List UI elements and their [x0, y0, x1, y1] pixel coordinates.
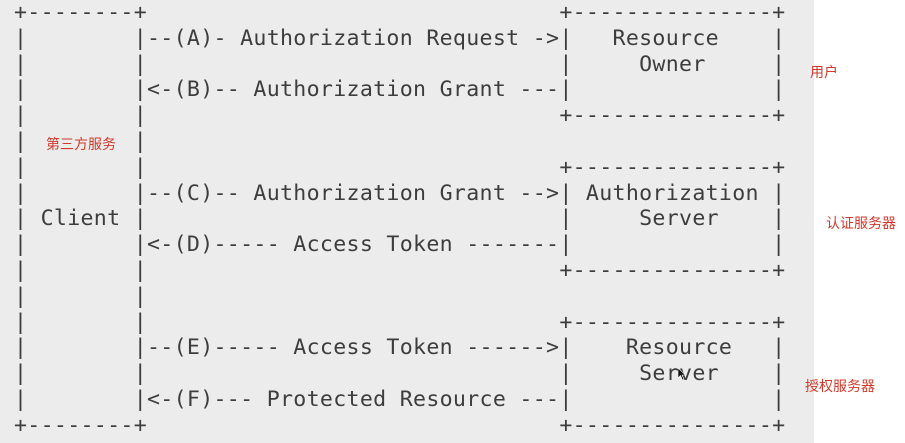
diagram-line: | | | Owner | — [14, 51, 786, 77]
authorization-server-annotation: 认证服务器 — [826, 216, 896, 232]
mouse-cursor-icon — [678, 368, 686, 380]
diagram-line: | | | Server | — [14, 361, 786, 387]
diagram-line: +--------+ +---------------+ — [14, 0, 786, 25]
client-annotation: 第三方服务 — [46, 137, 116, 153]
diagram-line: | |--(A)- Authorization Request ->| Reso… — [14, 25, 786, 51]
diagram-line: | | +---------------+ — [14, 309, 786, 335]
oauth-flow-ascii-diagram: +--------+ +---------------+ | |--(A)- A… — [14, 0, 785, 439]
diagram-line: | |<-(F)--- Protected Resource ---| | — [14, 386, 786, 412]
diagram-line: | |<-(D)----- Access Token -------| | — [14, 232, 786, 258]
resource-server-annotation: 授权服务器 — [805, 379, 875, 395]
diagram-line: | |--(C)-- Authorization Grant -->| Auth… — [14, 180, 786, 206]
diagram-line: | | — [14, 128, 148, 154]
diagram-line: | | +---------------+ — [14, 103, 786, 129]
diagram-panel: +--------+ +---------------+ | |--(A)- A… — [0, 0, 814, 443]
diagram-line: +--------+ +---------------+ — [14, 412, 786, 438]
diagram-line: | | +---------------+ — [14, 257, 786, 283]
resource-owner-annotation: 用户 — [810, 65, 838, 81]
diagram-line: | Client | | Server | — [14, 206, 786, 232]
diagram-line: | | +---------------+ — [14, 154, 786, 180]
diagram-line: | |<-(B)-- Authorization Grant ---| | — [14, 77, 786, 103]
diagram-line: | | — [14, 283, 148, 309]
diagram-line: | |--(E)----- Access Token ------>| Reso… — [14, 335, 786, 361]
